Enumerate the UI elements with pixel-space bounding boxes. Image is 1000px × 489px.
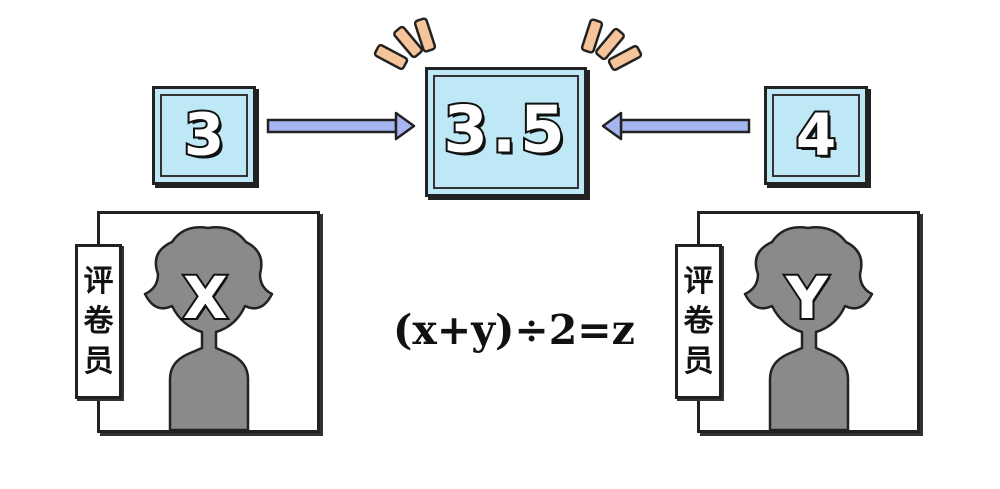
grader-silhouette-icon <box>743 226 874 430</box>
grader-letter-y: Y <box>784 262 830 334</box>
grader-panel-left: X <box>97 211 320 433</box>
score-left-value: 3 <box>182 98 226 170</box>
grader-letter-x: X <box>181 262 230 334</box>
grader-tag-char: 卷 <box>683 303 714 339</box>
burst-left-icon <box>373 17 437 71</box>
score-box-left: 3 <box>152 86 256 185</box>
grader-panel-right: Y <box>697 211 920 433</box>
grader-tag-char: 员 <box>83 343 114 379</box>
arrow-left-icon <box>601 111 751 141</box>
score-box-average: 3.5 <box>425 67 587 197</box>
grader-tag-char: 卷 <box>83 303 114 339</box>
grader-tag-char: 评 <box>83 263 114 299</box>
grader-tag-char: 员 <box>683 343 714 379</box>
grader-silhouette-icon <box>143 226 274 430</box>
score-box-right: 4 <box>764 86 868 185</box>
grader-tag-right: 评 卷 员 <box>675 244 722 399</box>
grader-tag-char: 评 <box>683 263 714 299</box>
average-formula: (x+y)÷2=z <box>393 306 635 354</box>
burst-right-icon <box>580 18 643 72</box>
arrow-right-icon <box>266 111 416 141</box>
score-right-value: 4 <box>794 98 838 170</box>
grader-tag-left: 评 卷 员 <box>75 244 122 399</box>
score-average-value: 3.5 <box>441 92 569 170</box>
